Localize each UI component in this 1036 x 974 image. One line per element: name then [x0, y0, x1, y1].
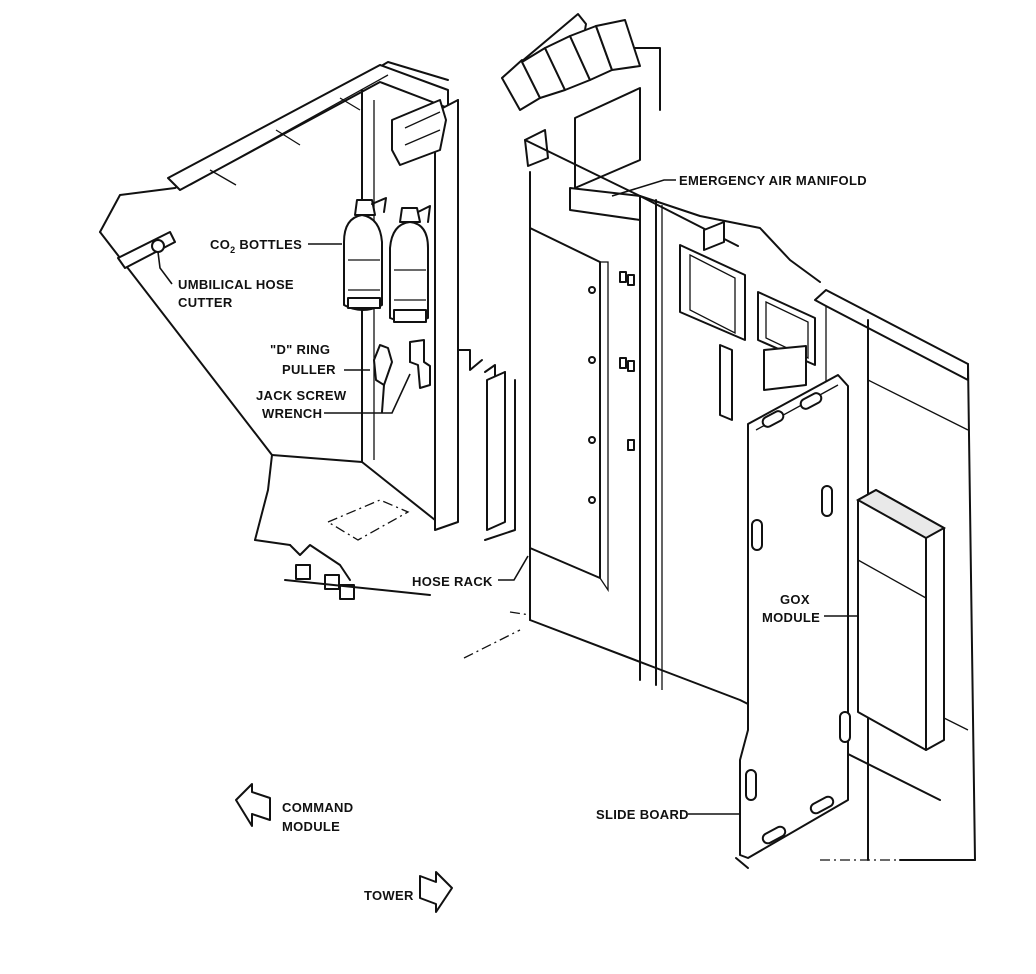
co2-bottles-label-prefix: CO [210, 237, 230, 252]
hose-rack-panel [463, 171, 941, 801]
command-module-label-line2: MODULE [282, 819, 340, 834]
co2-bottles-label-suffix: BOTTLES [235, 237, 302, 252]
window-wall [679, 244, 816, 421]
leader-lines [157, 179, 858, 815]
umbilical-hose-cutter-label-line2: CUTTER [178, 295, 233, 310]
gox-module-label-line2: MODULE [762, 610, 820, 625]
jack-screw-wrench-label-line2: WRENCH [262, 406, 322, 421]
co2-bottles-label: CO2 BOTTLES [210, 237, 302, 255]
co2-bottles-graphic [343, 197, 431, 323]
tower-label: TOWER [364, 888, 414, 903]
tower-arrow-icon [419, 871, 453, 913]
jack-screw-wrench-label-line1: JACK SCREW [256, 388, 347, 403]
d-ring-puller-label-line2: PULLER [282, 362, 336, 377]
manifold-structure [501, 13, 821, 690]
d-ring-puller-graphic [373, 344, 393, 413]
emergency-air-manifold-label: EMERGENCY AIR MANIFOLD [679, 173, 867, 188]
d-ring-puller-label-line1: "D" RING [270, 342, 330, 357]
gox-module-label-line1: GOX [780, 592, 810, 607]
co2-bottles-label-subscript: 2 [230, 245, 235, 255]
hose-rack-label: HOSE RACK [412, 574, 493, 589]
umbilical-hose-cutter-label-line1: UMBILICAL HOSE [178, 277, 294, 292]
jack-screw-wrench-graphic [409, 339, 431, 389]
slide-board-label: SLIDE BOARD [596, 807, 689, 822]
left-enclosure [99, 61, 516, 600]
command-module-arrow-icon [235, 783, 271, 827]
slide-board-graphic [735, 374, 851, 869]
gox-module-graphic [855, 488, 947, 751]
command-module-label-line1: COMMAND [282, 800, 353, 815]
